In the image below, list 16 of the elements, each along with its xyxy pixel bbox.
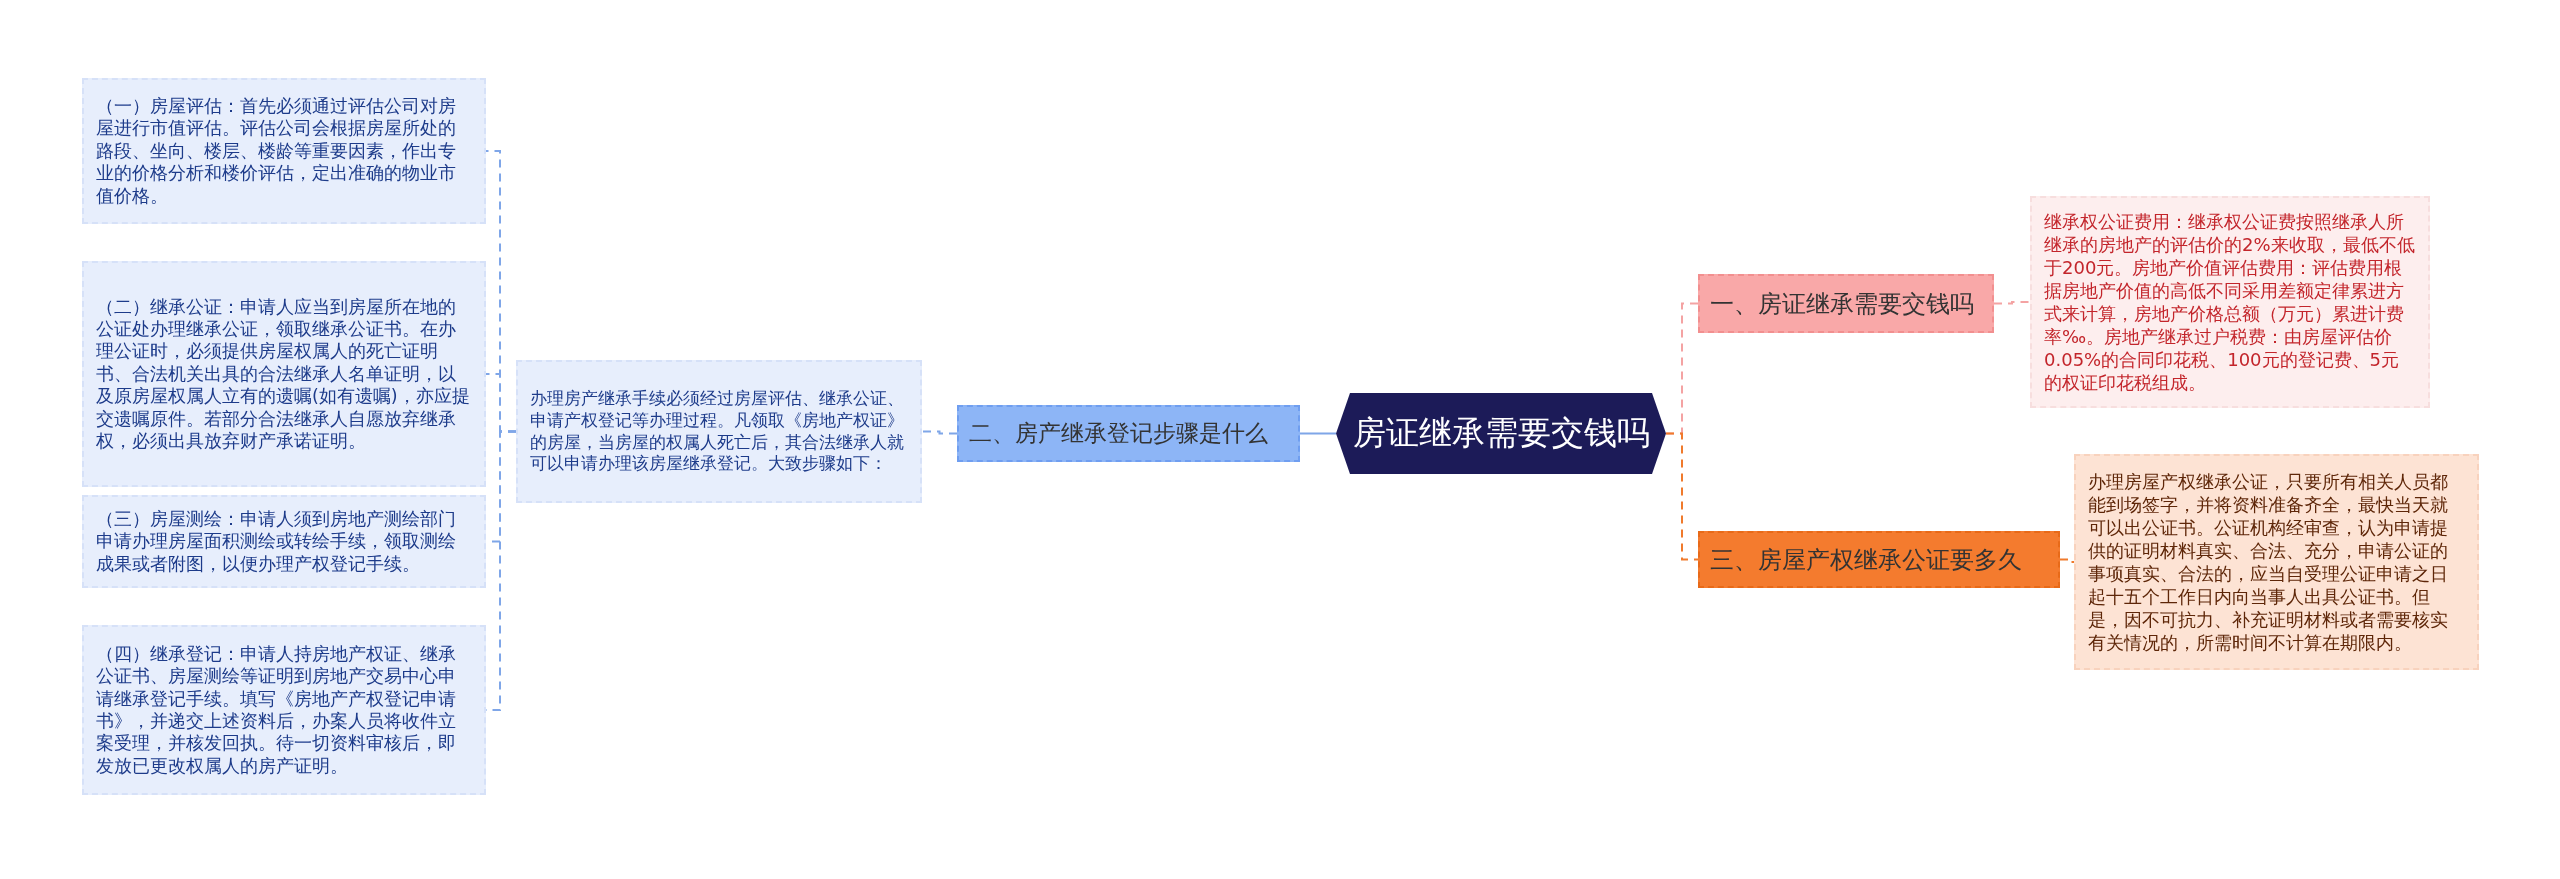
note-box: 继承权公证费用：继承权公证费按照继承人所继承的房地产的评估价的2%来收取，最低不低于200元。房地产价值评估费用：评估费用根据房地产价值的高低不同采用差额定律累进方式来计算，房地产价格总额（万元）累进计费率‰。房地产继承过户税费：由房屋评估价0.05%的合同印花税、100元的登记费、5元的权证印花税组成。 xyxy=(2030,196,2430,408)
connector-line xyxy=(921,430,958,435)
note-box: （四）继承登记：申请人持房地产权证、继承公证书、房屋测绘等证明到房地产交易中心申请继承登记手续。填写《房地产产权登记申请书》，并递交上述资料后，办案人员将收件立案受理，并核发回执。待一切资料审核后，即发放已更改权属人的房产证明。 xyxy=(82,625,486,795)
note-box: （三）房屋测绘：申请人须到房地产测绘部门申请办理房屋面积测绘或转绘手续，领取测绘成果或者附图，以便办理产权登记手续。 xyxy=(82,495,486,588)
connector-line xyxy=(2059,558,2075,563)
branch-box: 二、房产继承登记步骤是什么 xyxy=(957,405,1300,462)
branch-box: 三、房屋产权继承公证要多久 xyxy=(1698,531,2060,588)
connector-line xyxy=(1665,432,1699,561)
connector-line xyxy=(1299,432,1337,435)
topic-hexagon: 房证继承需要交钱吗 xyxy=(1336,393,1666,474)
note-box: 办理房产继承手续必须经过房屋评估、继承公证、申请产权登记等办理过程。凡领取《房地产权证》的房屋，当房屋的权属人死亡后，其合法继承人就可以申请办理该房屋继承登记。大致步骤如下： xyxy=(516,360,922,503)
note-box: （二）继承公证：申请人应当到房屋所在地的公证处办理继承公证，领取继承公证书。在办理公证时，必须提供房屋权属人的死亡证明书、合法机关出具的合法继承人名单证明，以及原房屋权属人立有的遗嘱(如有遗嘱)，亦应提交遗嘱原件。若部分合法继承人自愿放弃继承权，必须出具放弃财产承诺证明。 xyxy=(82,261,486,487)
branch-box: 一、房证继承需要交钱吗 xyxy=(1698,274,1994,333)
note-box: （一）房屋评估：首先必须通过评估公司对房屋进行市值评估。评估公司会根据房屋所处的路段、坐向、楼层、楼龄等重要因素，作出专业的价格分析和楼价评估，定出准确的物业市值价格。 xyxy=(82,78,486,224)
connector-line xyxy=(1993,301,2031,305)
note-box: 办理房屋产权继承公证，只要所有相关人员都能到场签字，并将资料准备齐全，最快当天就可以出公证书。公证机构经审查，认为申请提供的证明材料真实、合法、充分，申请公证的事项真实、合法的，应当自受理公证申请之日起十五个工作日内向当事人出具公证书。但是，因不可抗力、补充证明材料或者需要核实有关情况的，所需时间不计算在期限内。 xyxy=(2074,454,2479,670)
